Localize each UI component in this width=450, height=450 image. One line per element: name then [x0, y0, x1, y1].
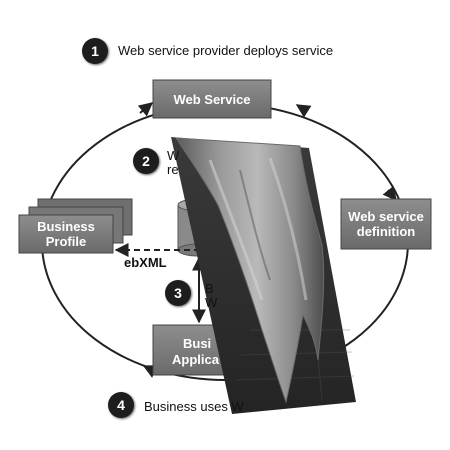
step-4-badge: 4 — [108, 392, 134, 418]
cycle-arrow-top-left — [137, 102, 154, 117]
step-2-text-line1: W — [167, 148, 180, 163]
step-4-text: Business uses W — [144, 399, 244, 414]
icicle-photo-overlay — [171, 137, 356, 414]
business-application-label-line1: Busi — [183, 336, 212, 351]
cycle-arrow-right — [382, 185, 397, 202]
web-service-box — [152, 79, 272, 119]
business-application-label-line2: Applica — [172, 352, 219, 367]
cycle-arrow-top-right — [295, 104, 312, 118]
business-profile-box — [18, 214, 114, 254]
business-profile-label-line1: Business — [37, 219, 95, 234]
step-1-badge: 1 — [82, 38, 108, 64]
step-1-text: Web service provider deploys service — [118, 43, 334, 58]
step-3-badge: 3 — [165, 280, 191, 306]
web-service-label: Web Service — [173, 92, 251, 107]
web-service-definition-label-line1: Web service — [348, 209, 424, 224]
business-profile-stack — [18, 198, 133, 254]
ebxml-label: ebXML — [124, 255, 167, 270]
cycle-arrow-bottom-left — [142, 365, 159, 378]
business-profile-label-line2: Profile — [45, 234, 87, 249]
step-2-text-line2: re — [167, 162, 179, 177]
step-3-text-line1: B — [205, 281, 214, 296]
step-3-text-line2: W — [205, 295, 218, 310]
web-service-definition-box — [340, 198, 432, 250]
step-2-badge: 2 — [133, 148, 159, 174]
web-service-definition-label-line2: definition — [356, 224, 416, 239]
